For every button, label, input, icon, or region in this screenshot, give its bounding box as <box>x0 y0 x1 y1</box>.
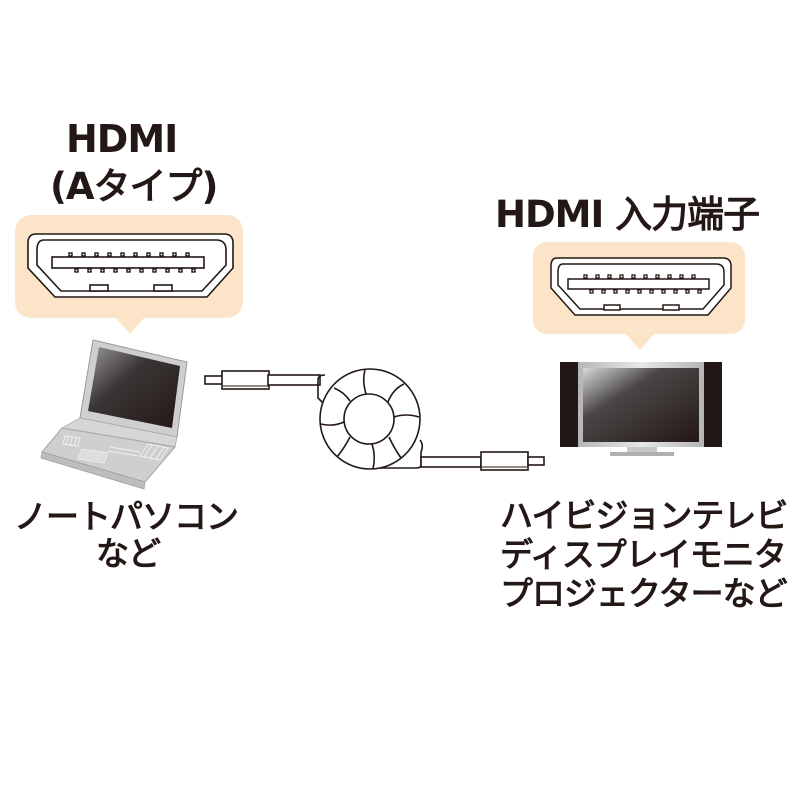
right-device-label-line3: プロジェクターなど <box>500 574 788 613</box>
right-device-label-line1: ハイビジョンテレビ <box>500 496 788 535</box>
left-device-label-line1: ノートパソコン <box>14 497 239 536</box>
retractable-hdmi-cable-icon <box>204 368 545 471</box>
hdmi-type-a-port-icon <box>27 233 234 298</box>
left-connector-title-line1: HDMI <box>66 117 178 161</box>
hdmi-port-icon <box>550 257 732 316</box>
right-connector-title: HDMI 入力端子 <box>495 193 760 236</box>
laptop-icon <box>40 339 188 490</box>
left-device-label-line2: など <box>96 534 161 573</box>
right-device-label-line2: ディスプレイモニタ <box>500 535 787 574</box>
tv-monitor-icon <box>560 362 722 456</box>
left-connector-title-line2: (Aタイプ) <box>50 165 218 208</box>
